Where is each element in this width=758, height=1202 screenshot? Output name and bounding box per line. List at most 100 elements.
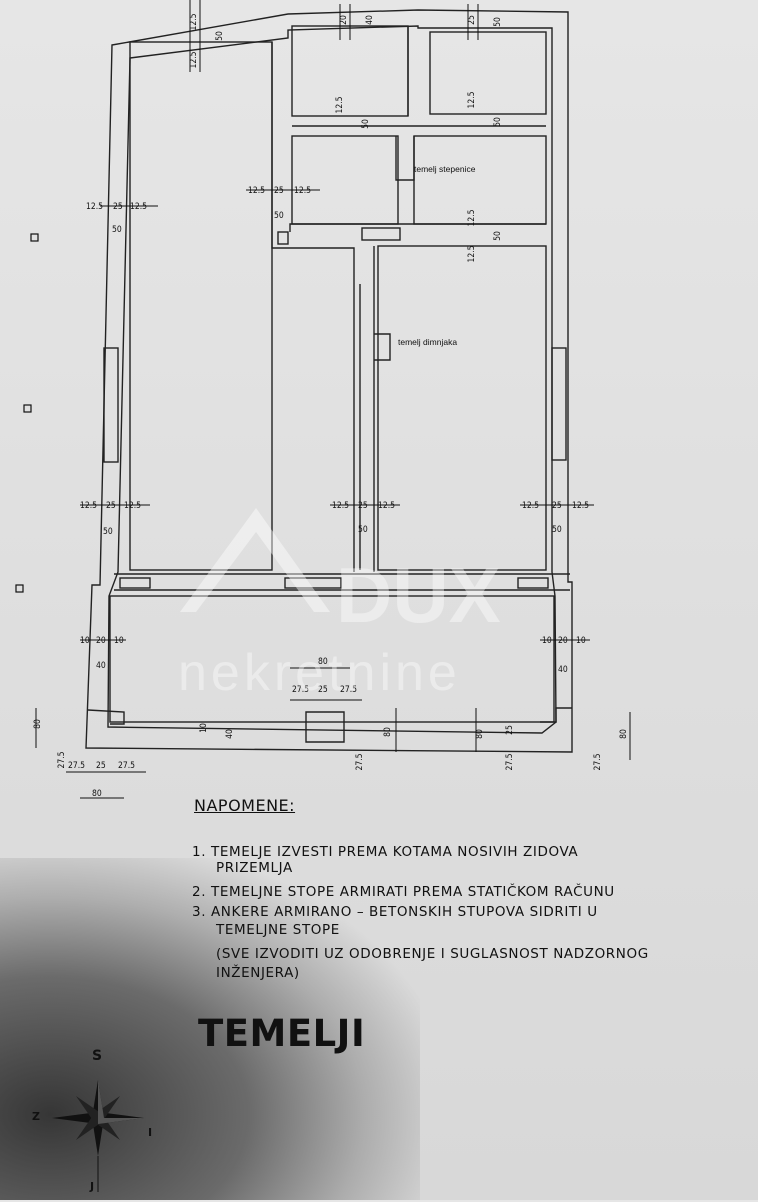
dim-r-10: 10 — [542, 636, 552, 646]
compass-i: I — [148, 1126, 153, 1139]
dim-b-left-12-5-b: 12.5 — [124, 501, 141, 511]
wall-outlines — [85, 9, 573, 753]
note-1-line-2: PRIZEMLJA — [216, 860, 293, 876]
notes-section: NAPOMENE: 1. TEMELJE IZVESTI PREMA KOTAM… — [192, 796, 732, 981]
opening-mid — [361, 227, 401, 241]
dim-left-12-5: 12.5 — [86, 202, 103, 212]
dimension-lines — [35, 0, 631, 799]
dim-mid-12-5-b: 12.5 — [335, 96, 345, 113]
dim-ll-25: 25 — [96, 761, 106, 771]
dim-top-50: 50 — [215, 31, 225, 41]
dim-top-40: 40 — [365, 15, 375, 25]
dim-r-20: 20 — [558, 636, 568, 646]
drawing-title: TEMELJI — [198, 1012, 366, 1055]
note-3-line-1: 3. ANKERE ARMIRANO – BETONSKIH STUPOVA S… — [192, 904, 598, 920]
label-stair-foundation: temelj stepenice — [414, 164, 476, 174]
dim-top-50-b: 50 — [493, 17, 503, 27]
compass-s: S — [92, 1048, 103, 1064]
dim-c-80: 80 — [318, 657, 328, 667]
dimension-texts: 12.5 12.5 50 20 40 25 50 12.5 50 12.5 50… — [33, 13, 629, 799]
notes-heading: NAPOMENE: — [194, 796, 296, 815]
footing-mid — [305, 711, 345, 743]
dim-bot-27-5: 27.5 — [355, 753, 365, 770]
watermark-brand: DUX — [336, 551, 501, 639]
marker-square-1 — [30, 233, 39, 242]
dim-left-25: 25 — [113, 202, 123, 212]
room-mid-1 — [291, 135, 399, 225]
marker-square-3 — [15, 584, 24, 593]
dim-right-12-5: 12.5 — [467, 209, 477, 226]
room-left — [129, 41, 273, 571]
room-bottom — [109, 595, 555, 723]
dim-ll-27-5: 27.5 — [68, 761, 85, 771]
dim-bot-27-5-b: 27.5 — [505, 753, 515, 770]
dim-top-12-5-b: 12.5 — [189, 51, 199, 68]
label-chimney-foundation: temelj dimnjaka — [398, 337, 457, 347]
footing-left — [87, 709, 125, 725]
compass-star-icon — [52, 1080, 144, 1192]
dim-b-right-50: 50 — [552, 525, 562, 535]
watermark-sub: nekretnine — [178, 644, 461, 702]
dim-ll-80: 80 — [92, 789, 102, 799]
note-extra-line-2: INŽENJERA) — [216, 965, 300, 981]
note-3-line-2: TEMELJNE STOPE — [216, 922, 340, 938]
dim-b-right-25: 25 — [552, 501, 562, 511]
dim-b-mid-25: 25 — [358, 501, 368, 511]
outer-wall-outer-edge — [85, 9, 573, 753]
dim-right-12-5-b: 12.5 — [467, 245, 477, 262]
opening-right — [551, 347, 567, 461]
partition-mid — [289, 223, 546, 232]
dim-left-12-5-b: 12.5 — [130, 202, 147, 212]
stair-foundation-outline — [395, 136, 415, 181]
dim-l-27-5: 27.5 — [57, 751, 67, 768]
compass-j: J — [90, 1180, 95, 1193]
dim-mid-left-50: 50 — [274, 211, 284, 221]
dim-top-20: 20 — [339, 15, 349, 25]
dim-c-27-5-b: 27.5 — [340, 685, 357, 695]
dim-b-left-12-5: 12.5 — [80, 501, 97, 511]
dim-b-left-25: 25 — [106, 501, 116, 511]
dim-l-10-b: 10 — [114, 636, 124, 646]
dim-b-mid-12-5-b: 12.5 — [378, 501, 395, 511]
room-right — [377, 245, 547, 571]
dim-l-80: 80 — [33, 719, 43, 729]
dim-mid-left-25: 25 — [274, 186, 284, 196]
dim-bot-80: 80 — [383, 727, 393, 737]
dim-l-10: 10 — [80, 636, 90, 646]
partition-left — [271, 42, 355, 572]
dim-r-27-5: 27.5 — [593, 753, 603, 770]
dim-b-right-12-5: 12.5 — [522, 501, 539, 511]
dim-bot-40: 40 — [225, 729, 235, 739]
outer-wall-inner-edge — [107, 25, 557, 734]
dim-top-25: 25 — [467, 15, 477, 25]
dim-bot-10: 10 — [199, 723, 209, 733]
opening-bottom-2 — [517, 577, 549, 589]
marker-square-2 — [23, 404, 32, 413]
compass-z: Z — [32, 1110, 40, 1123]
dim-mid-left-12-5: 12.5 — [248, 186, 265, 196]
opening-small — [277, 231, 289, 245]
chimney-outline — [374, 333, 391, 361]
dim-mid-50-b: 50 — [361, 119, 371, 129]
dim-mid-left-12-5-b: 12.5 — [294, 186, 311, 196]
note-2: 2. TEMELJNE STOPE ARMIRATI PREMA STATIČK… — [192, 884, 615, 900]
dim-l-40: 40 — [96, 661, 106, 671]
note-1-line-1: 1. TEMELJE IZVESTI PREMA KOTAMA NOSIVIH … — [192, 844, 579, 860]
dim-b-mid-50: 50 — [358, 525, 368, 535]
footing-right — [540, 707, 572, 723]
dim-c-27-5: 27.5 — [292, 685, 309, 695]
note-extra-line-1: (SVE IZVODITI UZ ODOBRENJE I SUGLASNOST … — [216, 946, 649, 962]
watermark-roof-icon — [180, 508, 330, 612]
dim-r-80: 80 — [619, 729, 629, 739]
room-mid-2 — [413, 135, 547, 225]
dim-mid-12-5: 12.5 — [467, 91, 477, 108]
opening-bottom-1 — [284, 577, 342, 589]
dim-bot-25: 25 — [505, 725, 515, 735]
dim-bot-80-b: 80 — [475, 729, 485, 739]
room-top-2 — [429, 31, 547, 115]
dim-mid-50: 50 — [493, 117, 503, 127]
dim-r-40: 40 — [558, 665, 568, 675]
dim-b-left-50: 50 — [103, 527, 113, 537]
shadow-smudge — [0, 858, 420, 1200]
